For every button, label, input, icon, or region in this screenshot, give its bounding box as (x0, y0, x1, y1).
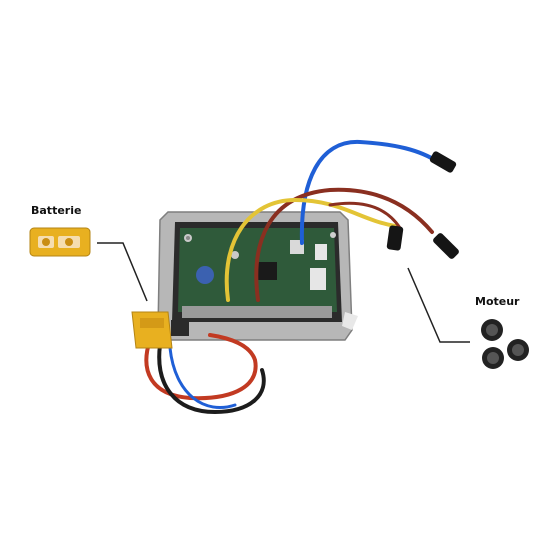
battery-blue-wire (168, 346, 237, 409)
battery-label: Batterie (31, 204, 82, 217)
yellow-wire (224, 197, 397, 302)
brown-wire (254, 187, 434, 302)
motor-wire-plugs (386, 151, 459, 259)
battery-connector-icon (29, 227, 91, 257)
motor-label: Moteur (475, 295, 520, 308)
battery-black-wire (157, 343, 266, 415)
motor-callout-line (407, 267, 470, 343)
red-wire-short (328, 201, 402, 230)
battery-red-wire (144, 333, 258, 401)
xt60-connector (131, 311, 189, 349)
blue-wire (299, 139, 440, 245)
battery-callout-line (97, 242, 148, 302)
motor-connector-icons (481, 319, 529, 369)
